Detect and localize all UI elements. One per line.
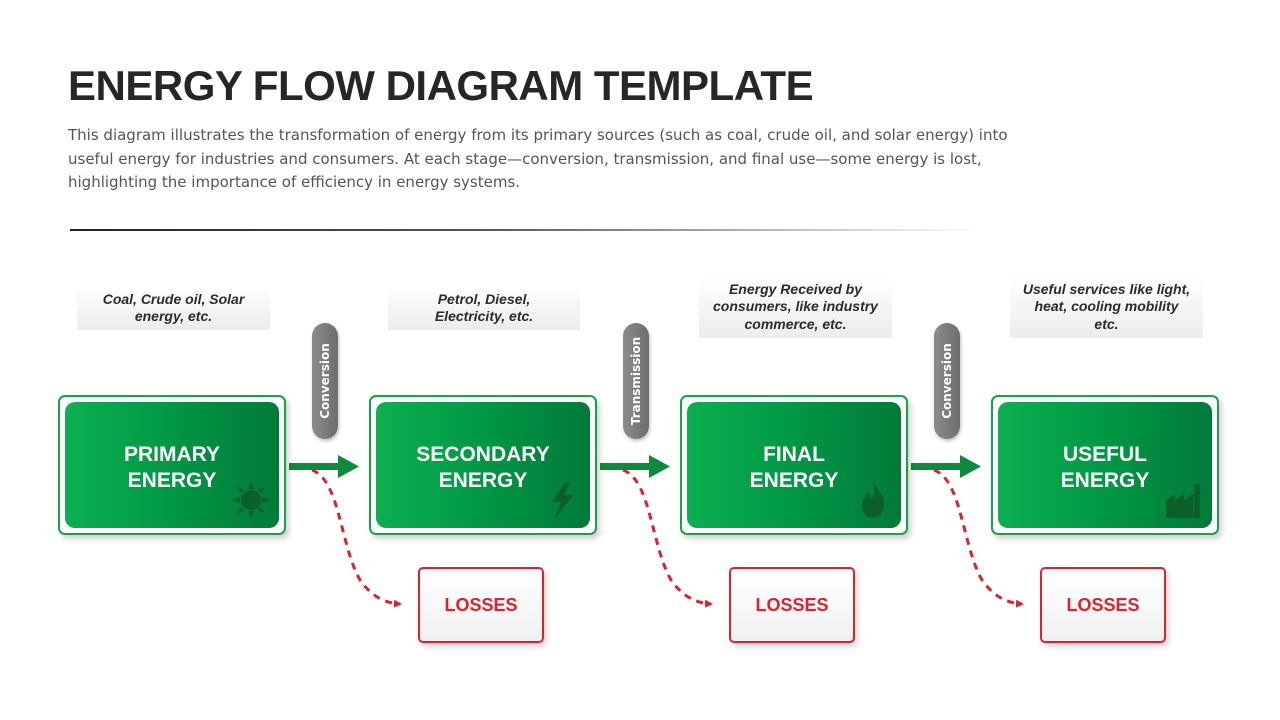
losses-box-1: LOSSES <box>418 567 544 643</box>
page-description: This diagram illustrates the transformat… <box>68 126 1008 191</box>
lightning-icon <box>552 482 573 519</box>
stage-card-secondary: SECONDARY ENERGY <box>369 395 597 535</box>
transition-pill-transmission: Transmission <box>623 323 649 439</box>
stage-card-useful: USEFUL ENERGY <box>991 395 1219 535</box>
flow-arrow-1 <box>289 455 359 478</box>
stage-caption-useful: Useful services like light, heat, coolin… <box>1010 276 1203 338</box>
losses-box-2: LOSSES <box>729 567 855 643</box>
stage-label-final: FINAL ENERGY <box>749 443 839 492</box>
sun-icon <box>232 481 270 519</box>
stage-label-secondary: SECONDARY ENERGY <box>416 443 550 492</box>
stage-card-final: FINAL ENERGY <box>680 395 908 535</box>
flow-arrow-2 <box>600 455 670 478</box>
page-title: ENERGY FLOW DIAGRAM TEMPLATE <box>68 62 814 109</box>
losses-box-3: LOSSES <box>1040 567 1166 643</box>
stage-caption-primary: Coal, Crude oil, Solar energy, etc. <box>77 286 270 330</box>
header-divider <box>70 229 980 231</box>
stage-card-primary: PRIMARY ENERGY <box>58 395 286 535</box>
stage-caption-secondary: Petrol, Diesel, Electricity, etc. <box>388 286 580 330</box>
factory-icon <box>1166 484 1200 518</box>
flame-icon <box>862 482 884 518</box>
flow-arrow-3 <box>911 455 981 478</box>
stage-label-useful: USEFUL ENERGY <box>1060 443 1150 492</box>
stage-caption-final: Energy Received by consumers, like indus… <box>699 276 892 338</box>
stage-label-primary: PRIMARY ENERGY <box>123 443 221 492</box>
transition-pill-conversion-2: Conversion <box>934 323 960 439</box>
transition-pill-conversion-1: Conversion <box>312 323 338 439</box>
